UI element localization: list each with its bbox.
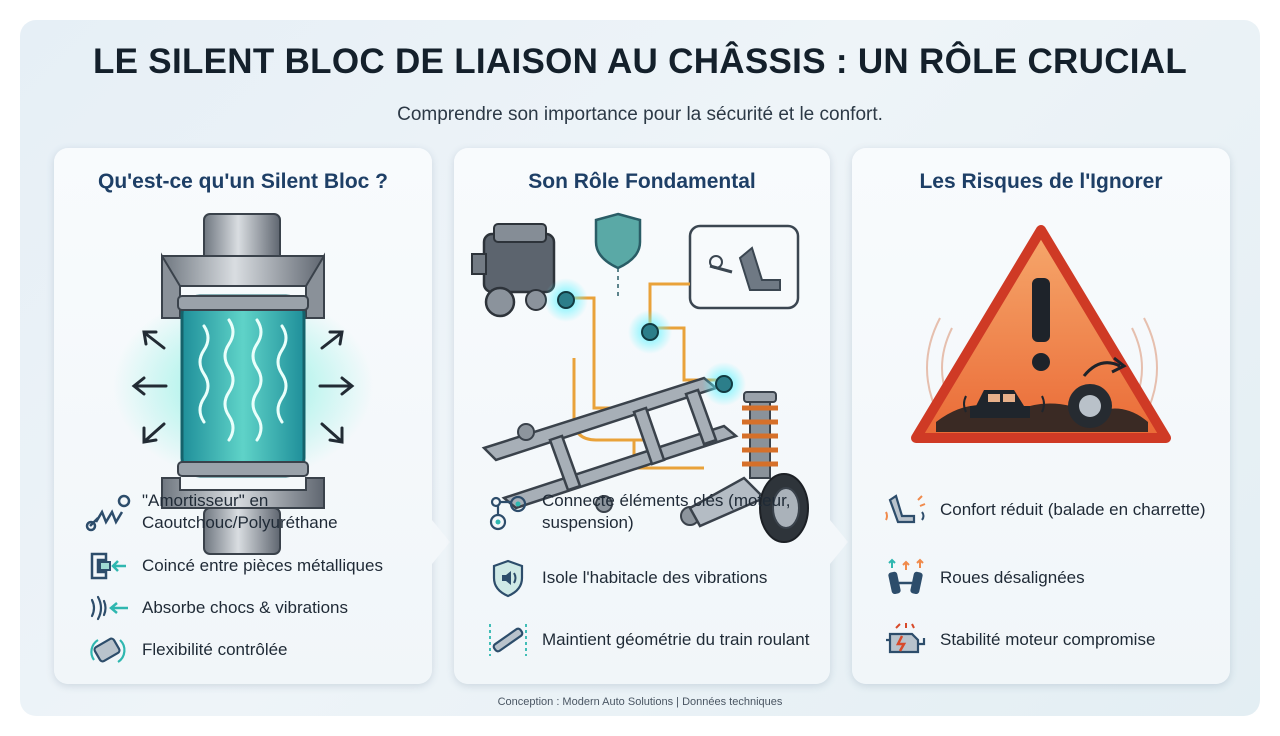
- flow-arrow: [432, 520, 450, 564]
- force-arrows: [131, 330, 355, 444]
- alignment-icon: [489, 624, 527, 656]
- car-icon: [970, 390, 1030, 418]
- exclamation-mark: [1032, 278, 1050, 342]
- engine-warning-icon: [886, 623, 926, 654]
- panel-heading: Les Risques de l'Ignorer: [919, 170, 1163, 193]
- list-item: Coincé entre pièces métalliques: [84, 546, 418, 586]
- item-text: Maintient géométrie du train roulant: [542, 630, 810, 649]
- warning-illustration: [911, 225, 1171, 443]
- page-title: LE SILENT BLOC DE LIAISON AU CHÂSSIS : U…: [92, 42, 1188, 81]
- page-subtitle: Comprendre son importance pour la sécuri…: [397, 104, 883, 125]
- list-item: Flexibilité contrôlée: [84, 630, 418, 670]
- list-item: Roues désalignées: [882, 558, 1216, 598]
- vibration-icon: [90, 595, 128, 621]
- flex-icon: [90, 637, 126, 663]
- panel-heading: Son Rôle Fondamental: [528, 170, 756, 193]
- item-text: "Amortisseur" en Caoutchouc/Polyuréthane: [142, 491, 338, 532]
- footer-credit: Conception : Modern Auto Solutions | Don…: [497, 696, 783, 708]
- item-text: Roues désalignées: [940, 568, 1085, 587]
- list-item: Isole l'habitacle des vibrations: [484, 558, 816, 598]
- list-item: Maintient géométrie du train roulant: [484, 620, 816, 660]
- silent-bloc-illustration: [113, 213, 373, 555]
- list-item: "Amortisseur" en Caoutchouc/Polyuréthane: [84, 490, 418, 534]
- wheels-misaligned-icon: [888, 558, 924, 595]
- panel-what-is: Qu'est-ce qu'un Silent Bloc ?: [54, 148, 450, 684]
- list-item: Connecte éléments clés (moteur, suspensi…: [484, 490, 816, 534]
- item-text: Isole l'habitacle des vibrations: [542, 568, 768, 587]
- panel-risks: Les Risques de l'Ignorer: [852, 148, 1230, 684]
- gears-network-icon: [489, 495, 527, 531]
- item-text: Flexibilité contrôlée: [142, 640, 288, 659]
- panel-heading: Qu'est-ce qu'un Silent Bloc ?: [97, 170, 388, 193]
- suspension-spring: [742, 391, 778, 479]
- loose-wheel-icon: [1068, 384, 1112, 428]
- flow-arrow: [830, 520, 848, 564]
- shield-sound-icon: [492, 559, 524, 598]
- item-text: Absorbe chocs & vibrations: [142, 598, 348, 617]
- item-text: Coincé entre pièces métalliques: [142, 556, 383, 575]
- item-text: Confort réduit (balade en charrette): [940, 500, 1206, 519]
- chassis-illustration: [471, 212, 809, 543]
- panel-role: Son Rôle Fondamental: [454, 148, 848, 684]
- clamp-icon: [90, 552, 126, 580]
- spring-icon: [85, 494, 131, 532]
- bushing-glow-points: [544, 278, 746, 406]
- list-item: Absorbe chocs & vibrations: [84, 588, 418, 628]
- list-item: Stabilité moteur compromise: [882, 620, 1216, 660]
- item-text: Stabilité moteur compromise: [940, 630, 1156, 649]
- seat-shake-icon: [885, 494, 926, 524]
- list-item: Confort réduit (balade en charrette): [882, 490, 1216, 530]
- wheel-icon: [759, 473, 809, 543]
- engine-icon: [471, 223, 556, 318]
- item-text: Connecte éléments clés (moteur, suspensi…: [542, 491, 791, 532]
